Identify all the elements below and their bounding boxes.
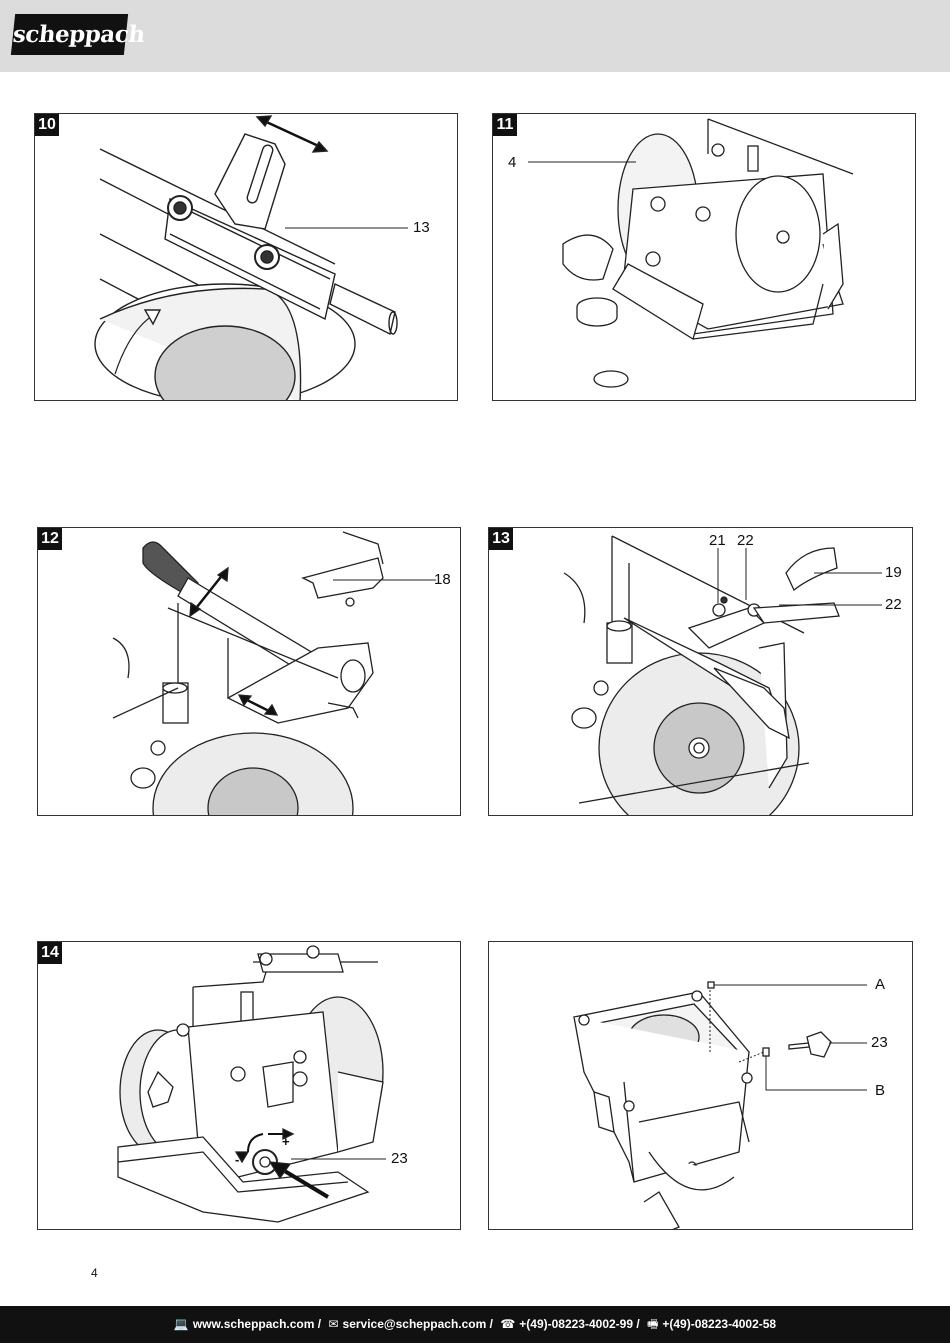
figure-15: A 23 B [488,941,913,1230]
callout-B: B [875,1082,886,1099]
figure-14-illustration [117,945,386,1223]
callout-19: 19 [885,564,902,581]
callout-23: 23 [871,1034,888,1051]
scheppach-logo: scheppach [10,14,146,55]
figure-number: 13 [489,528,513,550]
callout-22-top: 22 [737,532,754,549]
figure-number: 14 [38,942,62,964]
callout-13: 13 [413,219,430,236]
footer-website[interactable]: www.scheppach.com / [192,1317,322,1331]
footer-email[interactable]: service@scheppach.com / [342,1317,493,1331]
callout-21: 21 [709,532,726,549]
telephone-icon: ☎ [500,1317,516,1331]
figure-11-illustration [528,118,854,388]
figure-11: 11 4 [492,113,916,401]
footer-bar: 💻www.scheppach.com / ✉service@scheppach.… [0,1306,950,1343]
figure-15-illustration [572,981,867,1229]
figure-10: 10 13 [34,113,458,401]
figure-13-illustration [563,535,882,815]
callout-23: 23 [391,1150,408,1167]
envelope-icon: ✉ [328,1317,339,1331]
figure-10-illustration [94,115,408,400]
figure-number: 10 [35,114,59,136]
footer-fax: +(49)-08223-4002-58 [662,1317,777,1331]
callout-4: 4 [508,154,517,171]
plus-sign: + [282,1134,290,1149]
figure-12: 12 18 [37,527,461,816]
fax-icon: 🖷 [647,1317,659,1331]
header-bar: scheppach [0,0,950,72]
minus-sign: - [235,1152,240,1167]
callout-22-right: 22 [885,596,902,613]
figure-number: 11 [493,114,517,136]
page-number: 4 [91,1266,98,1280]
callout-18: 18 [434,571,451,588]
figure-13: 13 21 22 19 22 [488,527,913,816]
computer-icon: 💻 [173,1317,189,1331]
figure-12-illustration [112,531,436,815]
footer-phone: +(49)-08223-4002-99 / [519,1317,640,1331]
callout-A: A [875,976,886,993]
figure-number: 12 [38,528,62,550]
figure-14: 14 - + 23 [37,941,461,1230]
